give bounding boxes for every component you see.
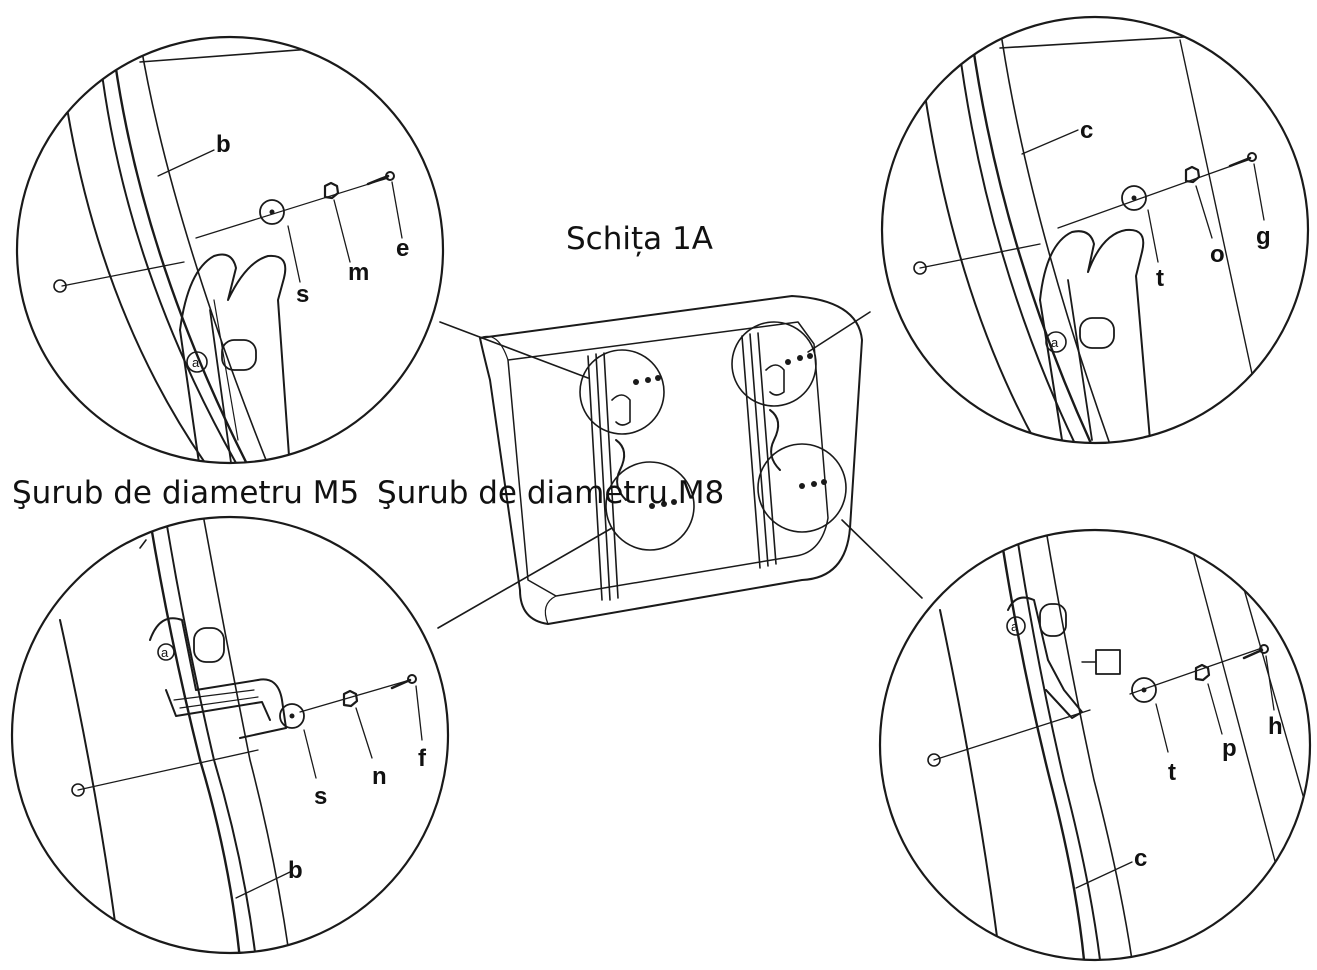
detail-bottom-right: t p h c a: [878, 528, 1312, 962]
label-bolt-e: e: [396, 235, 409, 262]
label-nut-o: o: [1210, 241, 1225, 268]
label-washer-t: t: [1168, 759, 1176, 786]
label-bolt-g: g: [1256, 223, 1271, 250]
label-nut-n: n: [372, 763, 387, 790]
label-panel-c: c: [1080, 117, 1093, 144]
screw-label-m8: Şurub de diametru M8: [377, 475, 725, 511]
label-panel-c: c: [1134, 845, 1147, 872]
label-panel-b: b: [288, 857, 303, 884]
label-bolt-f: f: [418, 745, 427, 772]
label-bracket-a: a: [192, 355, 200, 370]
screw-label-m5: Şurub de diametru M5: [12, 475, 360, 511]
detail-bottom-left: s n f b a: [10, 515, 450, 955]
label-panel-b: b: [216, 131, 231, 158]
label-bracket-a: a: [1011, 619, 1019, 634]
label-washer-t: t: [1156, 265, 1164, 292]
detail-top-left: b s m e a: [15, 35, 445, 465]
label-washer-s: s: [314, 783, 327, 810]
zoom-circle-top-right: [731, 321, 817, 407]
zoom-circle-bottom-right: [757, 443, 847, 533]
label-nut-p: p: [1222, 735, 1237, 762]
leader-lines: [437, 311, 923, 629]
diagram-title: Schița 1A: [566, 221, 713, 257]
label-washer-s: s: [296, 281, 309, 308]
zoom-circle-bottom-left: [605, 461, 695, 551]
label-bolt-h: h: [1268, 713, 1283, 740]
zoom-circle-top-left: [579, 349, 665, 435]
label-bracket-a: a: [161, 645, 169, 660]
overview-panel: [479, 295, 863, 625]
overview-hardware: [633, 353, 827, 509]
label-nut-m: m: [348, 259, 369, 286]
label-bracket-a: a: [1051, 335, 1059, 350]
detail-top-right: c t o g a: [880, 15, 1310, 445]
